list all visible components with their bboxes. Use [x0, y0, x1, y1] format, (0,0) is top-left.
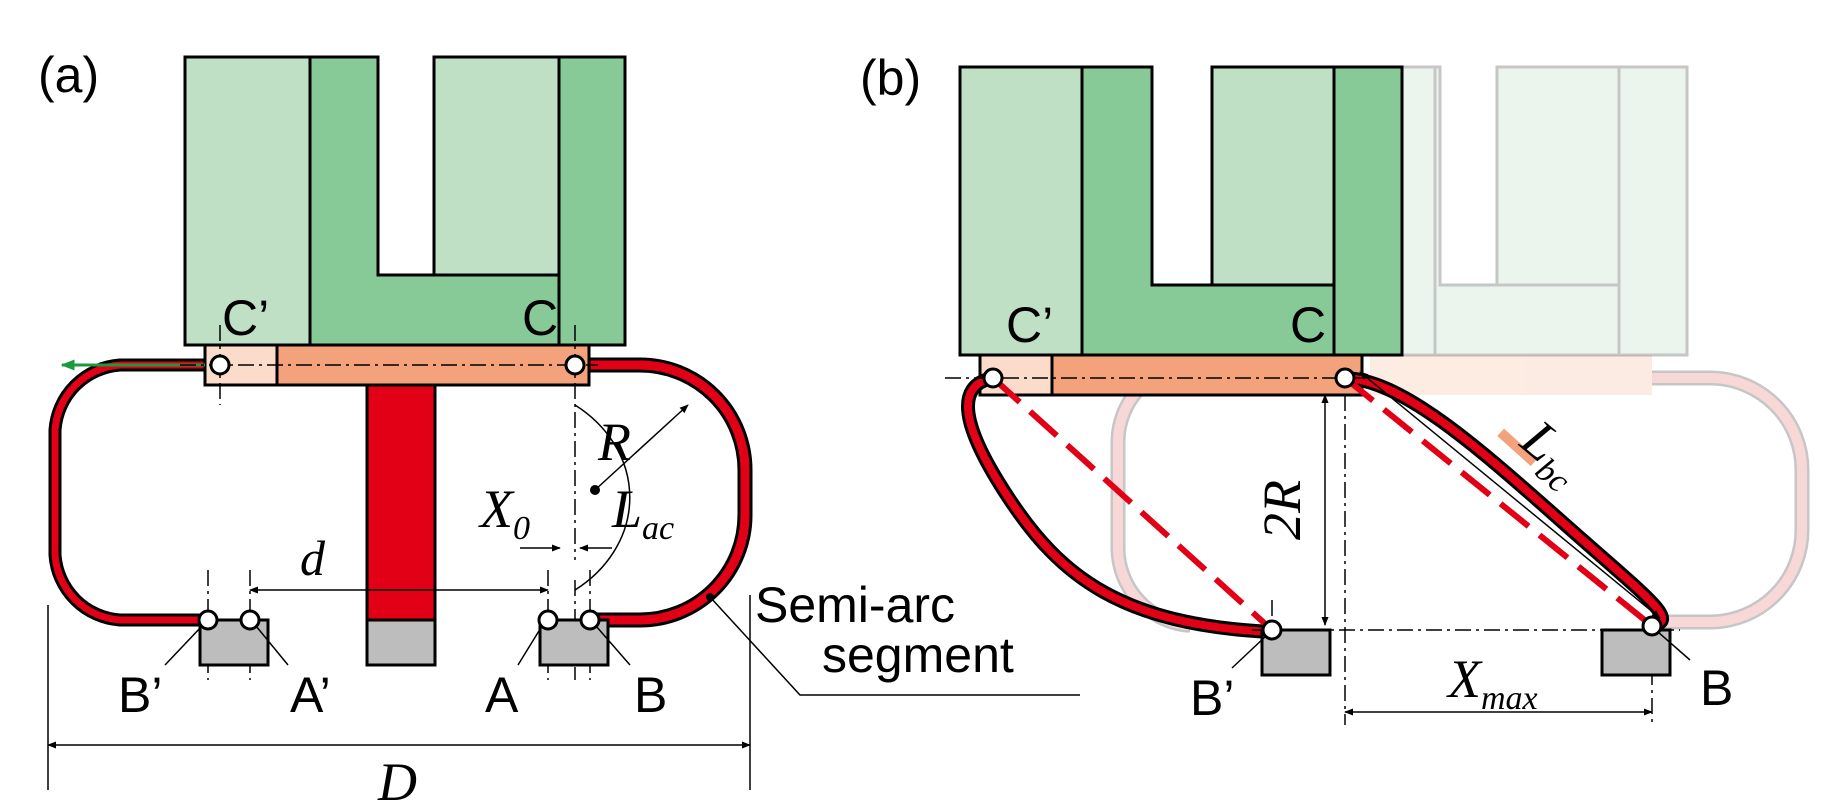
label-D: D — [377, 752, 417, 807]
right-light-block — [432, 55, 561, 277]
label-d: d — [300, 530, 326, 586]
label-C-a: C — [522, 290, 558, 346]
panel-b-label: (b) — [860, 50, 921, 106]
left-loop — [51, 361, 205, 624]
label-R: R — [597, 412, 631, 472]
b-pivot-B-prime — [1261, 619, 1283, 641]
point-leaders-a — [164, 625, 631, 666]
label-semi-arc-line1: Semi-arc — [755, 577, 955, 633]
semi-arc-leader — [709, 596, 1080, 696]
b-left-chord — [990, 375, 1275, 633]
b-leader-B-prime — [1231, 635, 1267, 669]
b-pivot-C-prime — [982, 367, 1004, 389]
label-C-b: C — [1290, 297, 1326, 353]
center-foot — [365, 618, 437, 667]
right-dark-block — [557, 55, 627, 347]
b-foot-right — [1600, 628, 1672, 677]
ghost-blocks — [1398, 65, 1689, 357]
b-left-light-block — [958, 65, 1084, 357]
b-right-chord — [1343, 375, 1654, 629]
label-X0: X0 — [478, 479, 530, 547]
label-A-prime: A’ — [290, 667, 331, 723]
pivot-B-prime — [197, 609, 219, 631]
pivot-A-prime — [239, 609, 261, 631]
label-Lac: Lac — [611, 479, 674, 547]
pivot-A — [537, 609, 559, 631]
label-B-a: B — [634, 667, 667, 723]
b-foot-left — [1260, 628, 1332, 677]
pivot-C — [564, 354, 586, 376]
Lac-arc — [574, 404, 631, 591]
pivot-C-prime — [209, 354, 231, 376]
left-light-block — [183, 55, 312, 347]
panel-b: (b) — [860, 50, 1810, 726]
label-C-prime-a: C’ — [222, 290, 269, 346]
right-loop — [575, 360, 750, 625]
b-slider-main-segment — [1050, 353, 1364, 397]
label-Xmax: Xmax — [1446, 649, 1538, 717]
radius-arrow — [594, 404, 689, 491]
b-right-light-block — [1210, 65, 1336, 287]
label-B-b: B — [1700, 660, 1733, 716]
center-post — [365, 378, 437, 622]
b-left-loop — [964, 374, 1273, 636]
b-right-dark-block — [1332, 65, 1404, 357]
b-leader-B — [1657, 631, 1691, 661]
label-semi-arc-line2: segment — [822, 627, 1014, 683]
b-pivot-C — [1334, 367, 1356, 389]
label-A: A — [485, 667, 519, 723]
panel-a-label: (a) — [38, 47, 99, 103]
label-B-prime-b: B’ — [1190, 670, 1234, 726]
label-2R: 2R — [1252, 480, 1312, 540]
panel-a: (a) — [38, 47, 1080, 807]
label-C-prime-b: C’ — [1006, 297, 1053, 353]
left-loop-outline — [48, 358, 205, 627]
Lbc-dimension — [1359, 371, 1661, 619]
pivot-B — [579, 609, 601, 631]
label-B-prime-a: B’ — [118, 667, 162, 723]
